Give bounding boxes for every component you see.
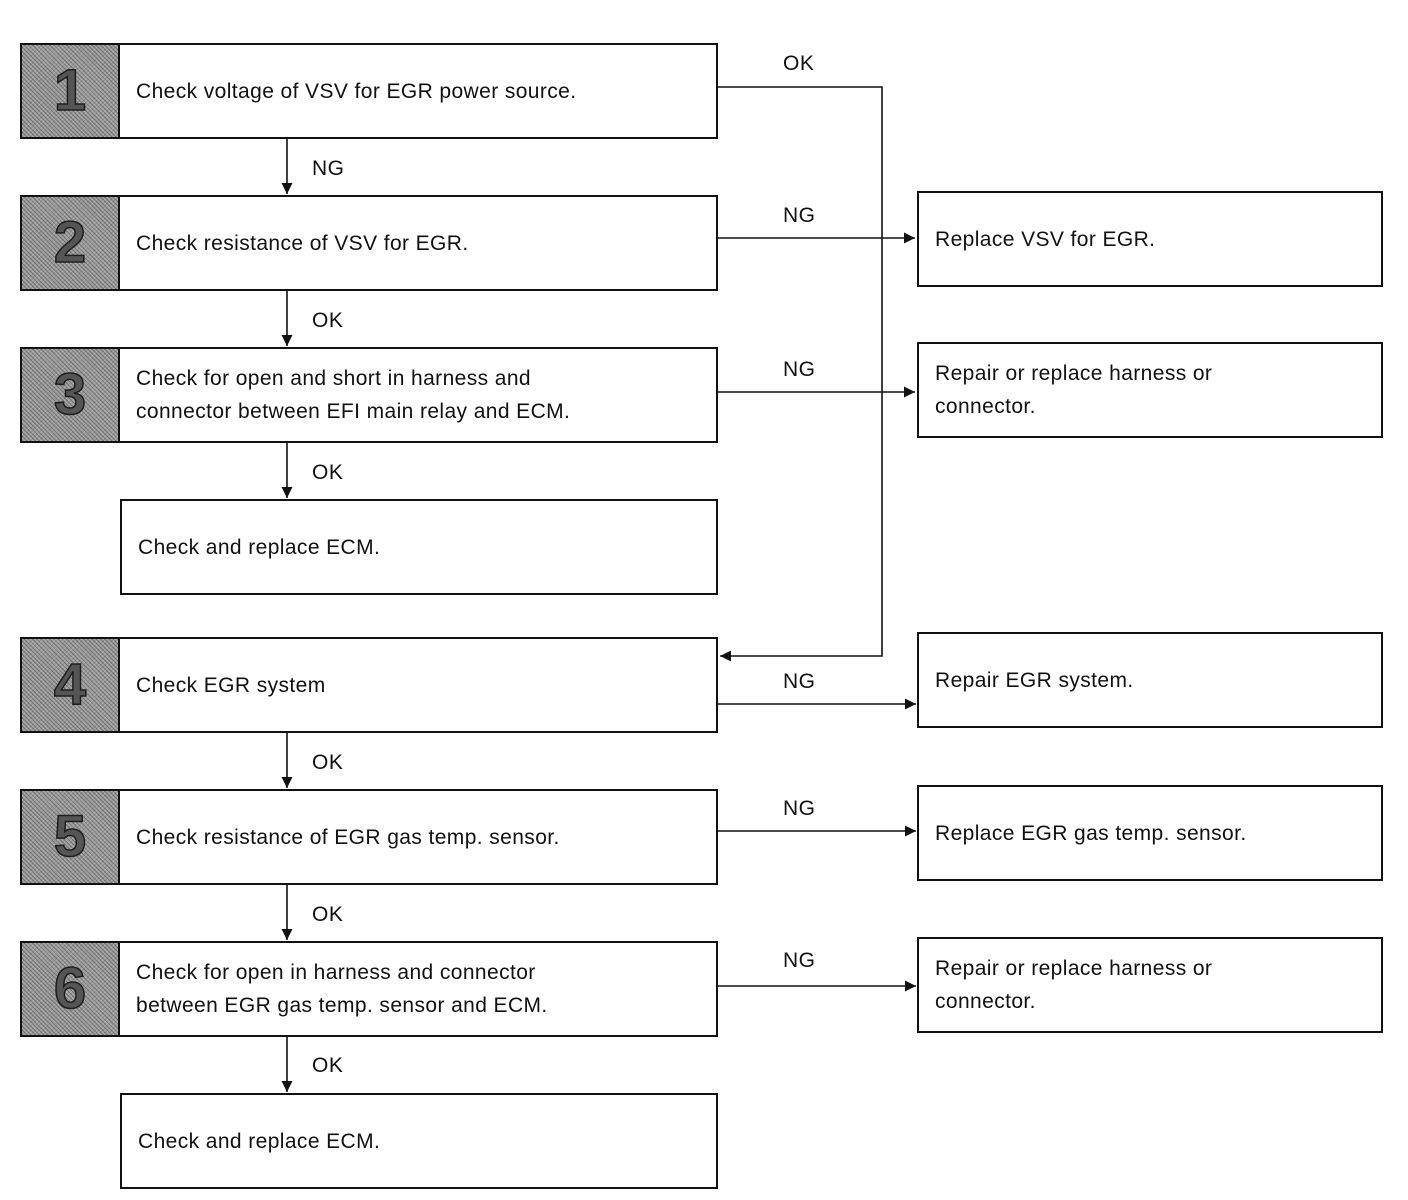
step-1-text: Check voltage of VSV for EGR power sourc… (136, 79, 577, 103)
label-step2-ok: OK (312, 309, 344, 332)
step-2-text: Check resistance of VSV for EGR. (136, 231, 469, 255)
step-6-number: 6 (53, 956, 87, 1021)
result-repair-egr-text: Repair EGR system. (935, 668, 1134, 692)
step-4-text: Check EGR system (136, 673, 326, 697)
label-step3-ng: NG (783, 358, 816, 381)
label-step4-ng: NG (783, 670, 816, 693)
step-3-box: 3 Check for open and short in harness an… (20, 347, 718, 443)
ecm-replace-box-1: Check and replace ECM. (120, 499, 718, 595)
step-6-box: 6 Check for open in harness and connecto… (20, 941, 718, 1037)
label-step1-ng: NG (312, 157, 345, 180)
result-replace-vsv-box: Replace VSV for EGR. (917, 191, 1383, 287)
result-repair-harness-box-2: Repair or replace harness or connector. (917, 937, 1383, 1033)
step-3-text: Check for open and short in harness and … (136, 367, 571, 423)
step-6-number-cell: 6 (22, 943, 120, 1035)
step-1-box: 1 Check voltage of VSV for EGR power sou… (20, 43, 718, 139)
result-repair-harness-text-2: Repair or replace harness or connector. (935, 957, 1213, 1013)
label-step6-ok: OK (312, 1054, 344, 1077)
result-repair-egr-box: Repair EGR system. (917, 632, 1383, 728)
result-replace-sensor-text: Replace EGR gas temp. sensor. (935, 821, 1247, 845)
step-3-number-cell: 3 (22, 349, 120, 441)
step-5-box: 5 Check resistance of EGR gas temp. sens… (20, 789, 718, 885)
step-4-number-cell: 4 (22, 639, 120, 731)
step-2-number: 2 (53, 210, 87, 275)
label-step5-ok: OK (312, 903, 344, 926)
label-step6-ng: NG (783, 949, 816, 972)
label-step3-ok: OK (312, 461, 344, 484)
ecm-replace-text-1: Check and replace ECM. (138, 535, 381, 559)
label-step4-ok: OK (312, 751, 344, 774)
step-4-box: 4 Check EGR system (20, 637, 718, 733)
step-1-number: 1 (53, 58, 87, 123)
result-repair-harness-text-1: Repair or replace harness or connector. (935, 362, 1213, 418)
step-2-box: 2 Check resistance of VSV for EGR. (20, 195, 718, 291)
ecm-replace-box-2: Check and replace ECM. (120, 1093, 718, 1189)
result-replace-sensor-box: Replace EGR gas temp. sensor. (917, 785, 1383, 881)
label-step1-ok: OK (783, 52, 815, 75)
label-step2-ng: NG (783, 204, 816, 227)
result-repair-harness-box-1: Repair or replace harness or connector. (917, 342, 1383, 438)
step-5-number-cell: 5 (22, 791, 120, 883)
step-5-number: 5 (53, 804, 87, 869)
step-3-number: 3 (53, 362, 87, 427)
step-4-number: 4 (53, 652, 87, 717)
step-5-text: Check resistance of EGR gas temp. sensor… (136, 825, 560, 849)
result-replace-vsv-text: Replace VSV for EGR. (935, 227, 1156, 251)
step-6-text: Check for open in harness and connector … (136, 961, 548, 1017)
label-step5-ng: NG (783, 797, 816, 820)
step-2-number-cell: 2 (22, 197, 120, 289)
ecm-replace-text-2: Check and replace ECM. (138, 1129, 381, 1153)
step-1-number-cell: 1 (22, 45, 120, 137)
